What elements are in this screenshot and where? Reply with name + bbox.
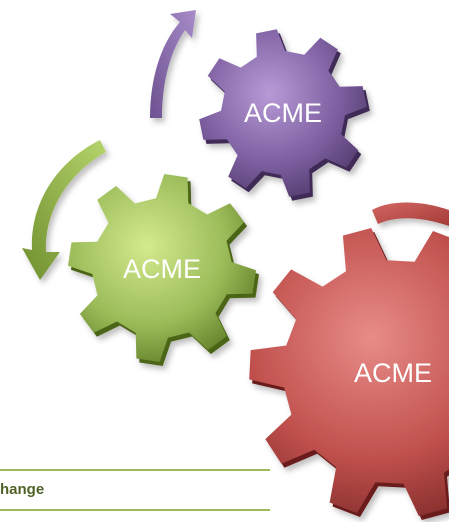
gear-red-body [249,228,449,516]
arrow-green-icon [22,140,106,280]
gear-green [68,174,259,366]
gear-label-green: ACME [123,254,201,284]
arrow-purple-icon [150,10,196,118]
gear-label-purple: ACME [244,98,322,128]
gear-purple-body [199,29,367,197]
caption-text: hange [0,481,45,498]
caption-bottom-rule [0,509,270,511]
gear-label-red: ACME [354,358,432,388]
caption-top-rule [0,469,270,471]
gear-green-body [68,174,256,362]
gear-purple [199,29,370,201]
arrow-red-icon [372,202,449,226]
gear-red [249,228,449,520]
